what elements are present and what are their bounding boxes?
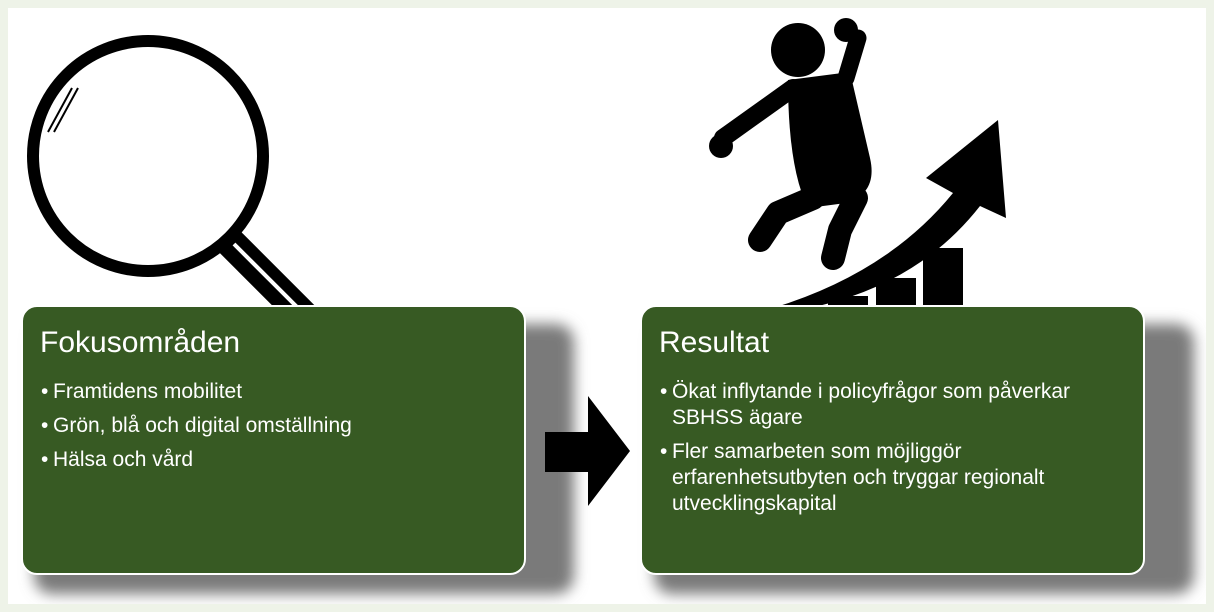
bullet: • [41,380,49,403]
list-item: •Framtidens mobilitet [41,379,352,405]
focus-item-text: Grön, blå och digital omställning [53,414,352,437]
bullet: • [660,380,668,403]
bullet: • [660,440,668,463]
diagram-canvas: Fokusområden •Framtidens mobilitet •Grön… [8,8,1206,604]
bullet: • [41,448,49,471]
list-item: •Hälsa och vård [41,447,352,473]
result-item-text: Ökat inflytande i policyfrågor som påver… [672,380,1071,429]
list-item: •Grön, blå och digital omställning [41,413,352,439]
focus-title: Fokusområden [40,326,241,359]
focus-item-text: Framtidens mobilitet [53,380,243,403]
list-item: •Fler samarbeten som möjliggör erfarenhe… [660,439,1080,517]
focus-box: Fokusområden •Framtidens mobilitet •Grön… [21,305,526,575]
list-item: •Ökat inflytande i policyfrågor som påve… [660,379,1080,431]
magnifying-glass-icon [27,35,341,353]
focus-list: •Framtidens mobilitet •Grön, blå och dig… [41,379,352,481]
jumping-child-icon [709,18,872,270]
focus-item-text: Hälsa och vård [53,448,194,471]
right-arrow-icon [545,396,630,506]
result-title: Resultat [659,326,770,359]
result-item-text: Fler samarbeten som möjliggör erfarenhet… [672,440,1045,515]
result-list: •Ökat inflytande i policyfrågor som påve… [660,379,1080,525]
result-box: Resultat •Ökat inflytande i policyfrågor… [640,305,1145,575]
bullet: • [41,414,49,437]
